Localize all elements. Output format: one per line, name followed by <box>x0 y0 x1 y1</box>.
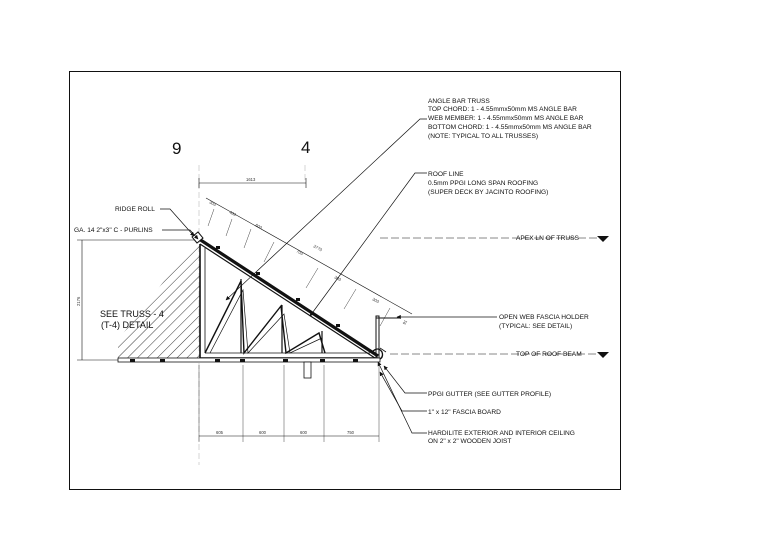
dim-top-span: 1613 <box>246 177 256 182</box>
grid-label-4: 4 <box>301 138 310 157</box>
gutter-label: PPGI GUTTER (SEE GUTTER PROFILE) <box>428 391 551 398</box>
roof-beam-level-triangle-icon <box>597 352 609 358</box>
dim-bottom-2: 600 <box>259 430 267 435</box>
ceiling-label-1: HARDILITE EXTERIOR AND INTERIOR CEILING <box>428 430 575 437</box>
dim-slope-f: 300 <box>372 297 381 305</box>
height-dimension: 2176 <box>76 239 196 361</box>
truss-note-line-5: (NOTE: TYPICAL TO ALL TRUSSES) <box>428 133 538 140</box>
dim-slope-c: 700 <box>296 249 305 257</box>
truss-note: ANGLE BAR TRUSS TOP CHORD: 1 - 4.55mmx50… <box>428 98 592 140</box>
sheet-border <box>69 71 621 490</box>
dim-bottom-4: 750 <box>347 430 355 435</box>
roof-beam-label: TOP OF ROOF BEAM <box>516 351 582 358</box>
fascia-holder-label-2: (TYPICAL: SEE DETAIL) <box>499 323 572 330</box>
grid-label-9: 9 <box>172 139 181 158</box>
dim-slope-e: 300 <box>334 275 343 283</box>
dim-bottom-1: 605 <box>216 430 224 435</box>
ceiling-label-2: ON 2" x 2" WOODEN JOIST <box>428 438 511 445</box>
dim-slope-d: 3770 <box>313 244 324 253</box>
roof-note-line-2: 0.5mm PPGI LONG SPAN ROOFING <box>428 180 538 187</box>
dim-bottom-3: 600 <box>300 430 308 435</box>
dim-slope-b: 600 <box>255 223 264 231</box>
roof-note: ROOF LINE 0.5mm PPGI LONG SPAN ROOFING (… <box>428 171 548 196</box>
roof-note-line-1: ROOF LINE <box>428 171 464 178</box>
dim-slope-a: 400 <box>229 210 238 218</box>
truss-note-line-4: BOTTOM CHORD: 1 - 4.55mmx50mm MS ANGLE B… <box>428 124 592 131</box>
bottom-dimensions: 605 600 600 750 <box>198 365 380 442</box>
ridge-roll-label: RIDGE ROLL <box>115 206 155 213</box>
purlins-label: GA. 14 2"x3" C - PURLINS <box>74 227 153 234</box>
ceiling-line <box>117 357 381 379</box>
fascia-holder-label-1: OPEN WEB FASCIA HOLDER <box>499 314 589 321</box>
truss-note-line-2: TOP CHORD: 1 - 4.55mmx50mm MS ANGLE BAR <box>428 106 577 113</box>
dim-height: 2176 <box>76 296 81 306</box>
apex-label: APEX LN OF TRUSS <box>516 235 580 242</box>
truss-note-line-1: ANGLE BAR TRUSS <box>428 98 490 105</box>
roof-note-line-3: (SUPER DECK BY JACINTO ROOFING) <box>428 189 548 196</box>
dim-slope-left: 300 <box>209 200 218 208</box>
slope-dimension: 300 400 600 3770 700 300 300 91 <box>205 197 413 327</box>
truss-note-line-3: WEB MEMBER: 1 - 4.55mmx50mm MS ANGLE BAR <box>428 115 584 122</box>
hatched-truss-region <box>118 240 200 358</box>
dim-fascia-gap: 91 <box>402 318 409 325</box>
level-markers <box>380 236 609 358</box>
fascia-board-label: 1" x 12" FASCIA BOARD <box>428 409 501 416</box>
see-truss-label-2: (T-4) DETAIL <box>101 320 153 330</box>
apex-level-triangle-icon <box>597 236 609 242</box>
top-span-dimension: 1613 <box>198 177 307 188</box>
leader-lines <box>160 118 497 434</box>
see-truss-label-1: SEE TRUSS - 4 <box>100 309 164 319</box>
